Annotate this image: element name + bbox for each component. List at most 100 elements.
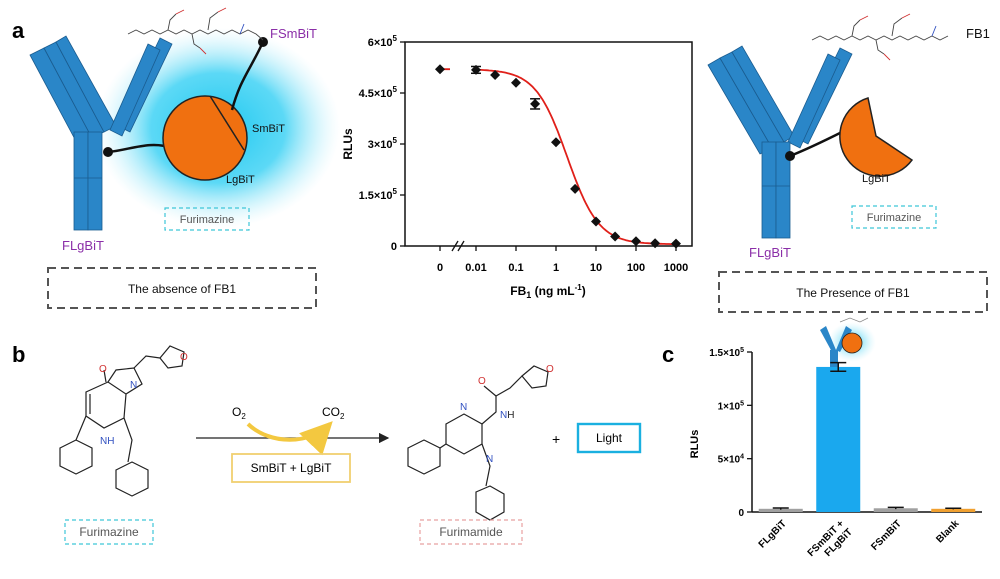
furimazine-box-left	[164, 207, 250, 231]
chart-a-xtick-label: 1000	[664, 262, 688, 274]
data-point	[530, 98, 541, 109]
linker-lgbit-right	[789, 130, 843, 158]
panel-label-c: c	[662, 342, 674, 367]
chart-a-xtick-label: 0	[437, 262, 443, 274]
data-point	[435, 64, 445, 75]
flgbit-label-right: FLgBiT	[749, 245, 791, 260]
furimazine-n1: N	[130, 380, 137, 391]
furimamide-n1: N	[460, 402, 467, 413]
furimamide-ring-o: O	[546, 364, 554, 375]
data-point	[471, 64, 481, 75]
lgbit-pacman	[839, 97, 914, 177]
furimazine-ring-o: O	[180, 352, 188, 363]
bar	[931, 508, 976, 512]
caption-absence: The absence of FB1	[128, 282, 236, 296]
light-box	[576, 422, 642, 454]
data-point	[631, 236, 641, 247]
caption-presence: The Presence of FB1	[796, 286, 910, 300]
enzyme-label: SmBiT + LgBiT	[251, 461, 332, 475]
chart-c-ytick-label: 0	[738, 508, 744, 519]
data-point	[671, 238, 681, 249]
fsmbit-label: FSmBiT	[270, 26, 317, 41]
chart-a-ytick-label: 4.5×105	[359, 85, 398, 100]
bar-category-label: Blank	[934, 518, 961, 545]
plus-sign: +	[552, 431, 560, 447]
furimazine-label-b: Furimazine	[79, 525, 139, 539]
axis-break-mark	[457, 240, 465, 252]
chart-c-ytick-label: 5×104	[718, 454, 745, 466]
caption-box-right	[718, 271, 988, 313]
o2-co2-arrow	[246, 421, 333, 456]
furimazine-nh: NH	[100, 436, 114, 447]
furimamide-label: Furimamide	[439, 525, 503, 539]
furimamide-box	[419, 519, 523, 545]
lgbit-label: LgBiT	[226, 174, 255, 186]
furimamide-structure	[407, 365, 549, 521]
furimamide-o: O	[478, 376, 486, 387]
data-point	[490, 69, 501, 80]
linker-dot	[103, 147, 113, 157]
data-point	[650, 238, 661, 249]
antibody-left	[29, 35, 173, 231]
chart-c-ytick-label: 1.5×105	[709, 347, 744, 359]
chart-c-ytick-label: 1×105	[718, 400, 745, 412]
furimamide-n2: N	[486, 454, 493, 465]
antibody-right	[707, 45, 853, 239]
chart-a-ytick-label: 1.5×105	[359, 187, 398, 202]
furimamide-nh-n: NH	[500, 410, 514, 421]
light-label: Light	[596, 431, 623, 445]
chart-a-xtick-label: 0.1	[508, 262, 523, 274]
bar	[816, 366, 861, 512]
smbit-label: SmBiT	[252, 123, 285, 135]
fb1-label: FB1	[966, 26, 990, 41]
chart-a-ytick-label: 0	[391, 241, 397, 253]
inhibition-curve-chart: 0 1.5×105 3×105 4.5×105 6×105 0 0.01 0.1 1 10 100…	[341, 34, 693, 300]
furimazine-box-right	[851, 205, 937, 229]
bar	[758, 508, 803, 512]
mini-schematic-icon	[820, 317, 876, 368]
smbit-split-line	[209, 95, 245, 151]
furimazine-label-right: Furimazine	[867, 212, 921, 224]
flgbit-label-left: FLgBiT	[62, 238, 104, 253]
axis-break-mark	[451, 240, 459, 252]
fb1-molecule-right	[811, 13, 949, 61]
bar-category-label: FSmBiT	[869, 518, 903, 552]
data-point	[511, 77, 521, 88]
o2-label: O2	[232, 405, 246, 421]
chart-c-ylabel: RLUs	[689, 430, 701, 459]
chart-a-xlabel: FB1 (ng mL-1)	[510, 283, 585, 300]
chart-a-xtick-label: 10	[590, 262, 602, 274]
panel-a-left-schematic: FSmBiT SmBiT LgBiT FLgBiT Furimazine The…	[29, 7, 340, 309]
fb1-molecule-left	[127, 7, 264, 55]
data-point	[570, 183, 581, 194]
chart-a-ylabel: RLUs	[341, 128, 355, 160]
enzyme-box	[231, 453, 351, 483]
furimazine-label-left: Furimazine	[180, 214, 234, 226]
furimazine-box-b	[64, 519, 154, 545]
bar-category-label: FLgBiT	[757, 518, 789, 550]
caption-box-left	[47, 267, 317, 309]
chart-a-xtick-label: 0.01	[465, 262, 486, 274]
panel-label-b: b	[12, 342, 25, 367]
bar-category-label: FSmBiT +FLgBiT	[806, 518, 855, 567]
panel-b-reaction: O N NH O Furimazine O2 CO2 SmBiT + LgBiT…	[59, 345, 642, 545]
panel-label-a: a	[12, 18, 25, 43]
chart-a-ytick-label: 3×105	[368, 136, 398, 151]
lgbit-label-right: LgBiT	[862, 173, 891, 185]
co2-label: CO2	[322, 405, 345, 421]
data-point	[551, 137, 561, 148]
smbit-lgbit-complex	[162, 95, 248, 181]
data-point	[610, 231, 621, 242]
chart-a-xtick-label: 100	[627, 262, 645, 274]
panel-a-right-schematic: FB1 LgBiT FLgBiT Furimazine The Presence…	[707, 13, 990, 313]
bar-chart-c: 0 5×104 1×105 1.5×105 FLgBiT FSmBiT +FLgBiT F…	[689, 317, 982, 567]
linker-smbit	[230, 43, 264, 111]
furimazine-structure	[59, 345, 185, 497]
bar	[873, 508, 918, 512]
furimazine-o: O	[99, 364, 107, 375]
chart-a-frame	[404, 41, 693, 247]
chart-a-ytick-label: 6×105	[368, 34, 398, 49]
fit-curve	[440, 68, 676, 245]
chart-a-xtick-label: 1	[553, 262, 559, 274]
